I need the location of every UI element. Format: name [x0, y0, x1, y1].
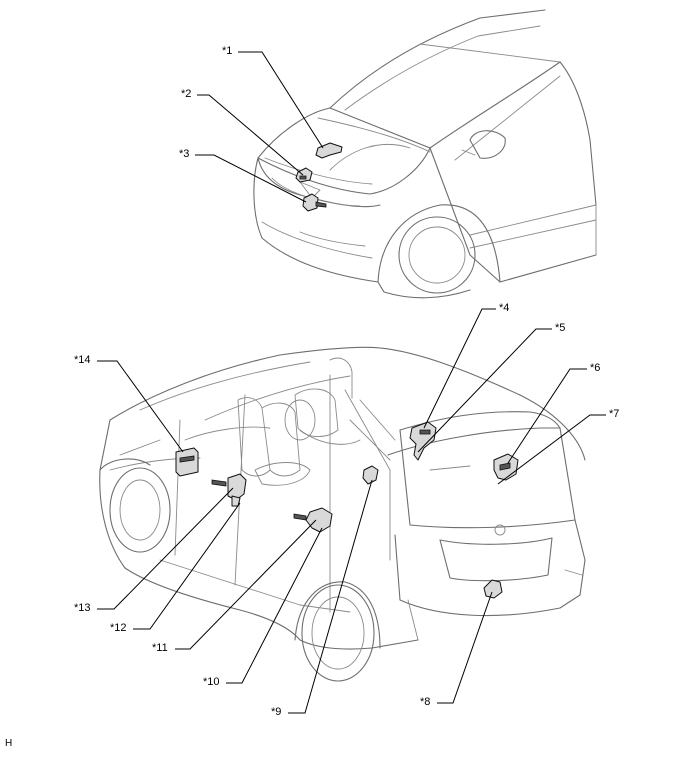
callout-label-1: *1 [222, 45, 233, 57]
component-14-icon [175, 447, 199, 477]
callout-label-6: *6 [590, 362, 601, 374]
callout-label-10: *10 [203, 676, 220, 688]
component-4-icon [409, 421, 437, 461]
callout-label-9: *9 [271, 706, 282, 718]
leader-lines [97, 51, 606, 714]
component-12-icon [227, 473, 247, 501]
component-8-icon [483, 579, 503, 599]
front-components [295, 142, 343, 212]
callout-label-13: *13 [74, 602, 91, 614]
callout-label-7: *7 [609, 408, 620, 420]
callout-label-3: *3 [179, 148, 190, 160]
callout-label-11: *11 [152, 642, 168, 654]
component-9-icon [362, 465, 379, 485]
rear-vehicle-illustration [99, 346, 586, 682]
rear-components [175, 421, 519, 599]
callout-label-4: *4 [499, 302, 510, 314]
callout-label-12: *12 [110, 622, 127, 634]
figure-corner-mark: H [5, 738, 13, 749]
component-3-icon [302, 193, 319, 212]
callout-label-14: *14 [74, 354, 91, 366]
callout-label-8: *8 [420, 696, 431, 708]
callout-label-2: *2 [181, 88, 192, 100]
component-1-icon [315, 142, 343, 159]
component-11-icon [305, 507, 333, 533]
callout-label-5: *5 [555, 322, 566, 334]
front-vehicle-illustration [253, 9, 597, 299]
